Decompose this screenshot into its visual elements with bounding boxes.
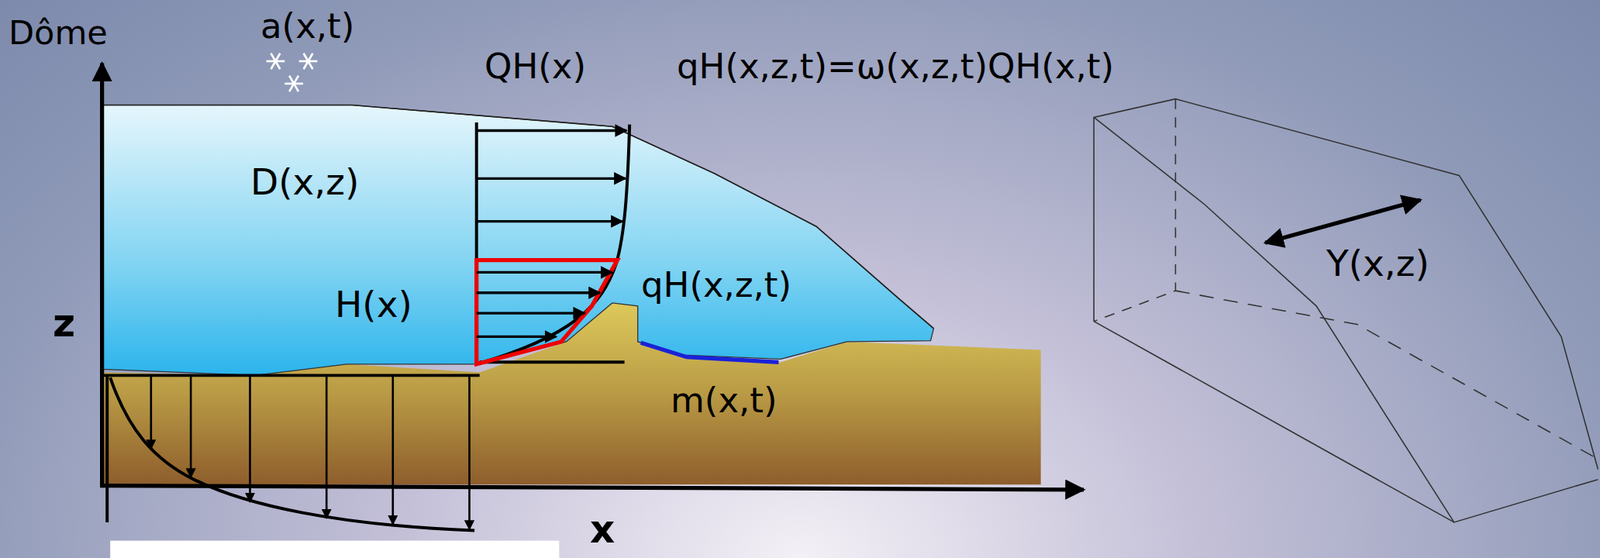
region-label: D(x,z) <box>250 163 359 200</box>
ice-body <box>102 105 935 376</box>
stroke <box>476 291 600 294</box>
axis-label: x <box>589 510 615 549</box>
stroke <box>289 75 299 93</box>
stroke <box>270 53 280 70</box>
thickness-label: H(x) <box>334 286 413 323</box>
stroke <box>189 375 193 478</box>
ice-surface <box>102 105 935 329</box>
stroke <box>289 75 299 93</box>
stroke <box>476 335 557 338</box>
stroke <box>476 220 623 223</box>
width-arrow <box>1265 200 1421 243</box>
melt-label: m(x,t) <box>670 382 778 418</box>
equation-label: qH(x,z,t)=ω(x,z,t)QH(x,t) <box>676 48 1114 84</box>
stroke <box>476 271 613 274</box>
flux-label: QH(x) <box>484 48 587 84</box>
stroke <box>476 129 628 132</box>
title-label: Dôme <box>8 16 108 50</box>
axis-label: z <box>52 303 76 343</box>
flux-cell <box>476 260 618 365</box>
stroke <box>150 375 153 449</box>
local-flux-label: qH(x,z,t) <box>641 267 792 303</box>
width-label: Y(x,z) <box>1326 244 1430 282</box>
stroke <box>391 375 394 525</box>
stroke <box>270 53 280 70</box>
stroke <box>248 375 252 502</box>
water-line <box>641 342 780 363</box>
stroke <box>325 375 328 518</box>
stroke <box>303 53 314 70</box>
stroke <box>476 177 626 180</box>
z-axis <box>100 63 104 489</box>
stroke <box>476 311 586 314</box>
stroke <box>303 53 314 70</box>
stroke <box>468 375 471 530</box>
accumulation-label: a(x,t) <box>260 8 355 44</box>
